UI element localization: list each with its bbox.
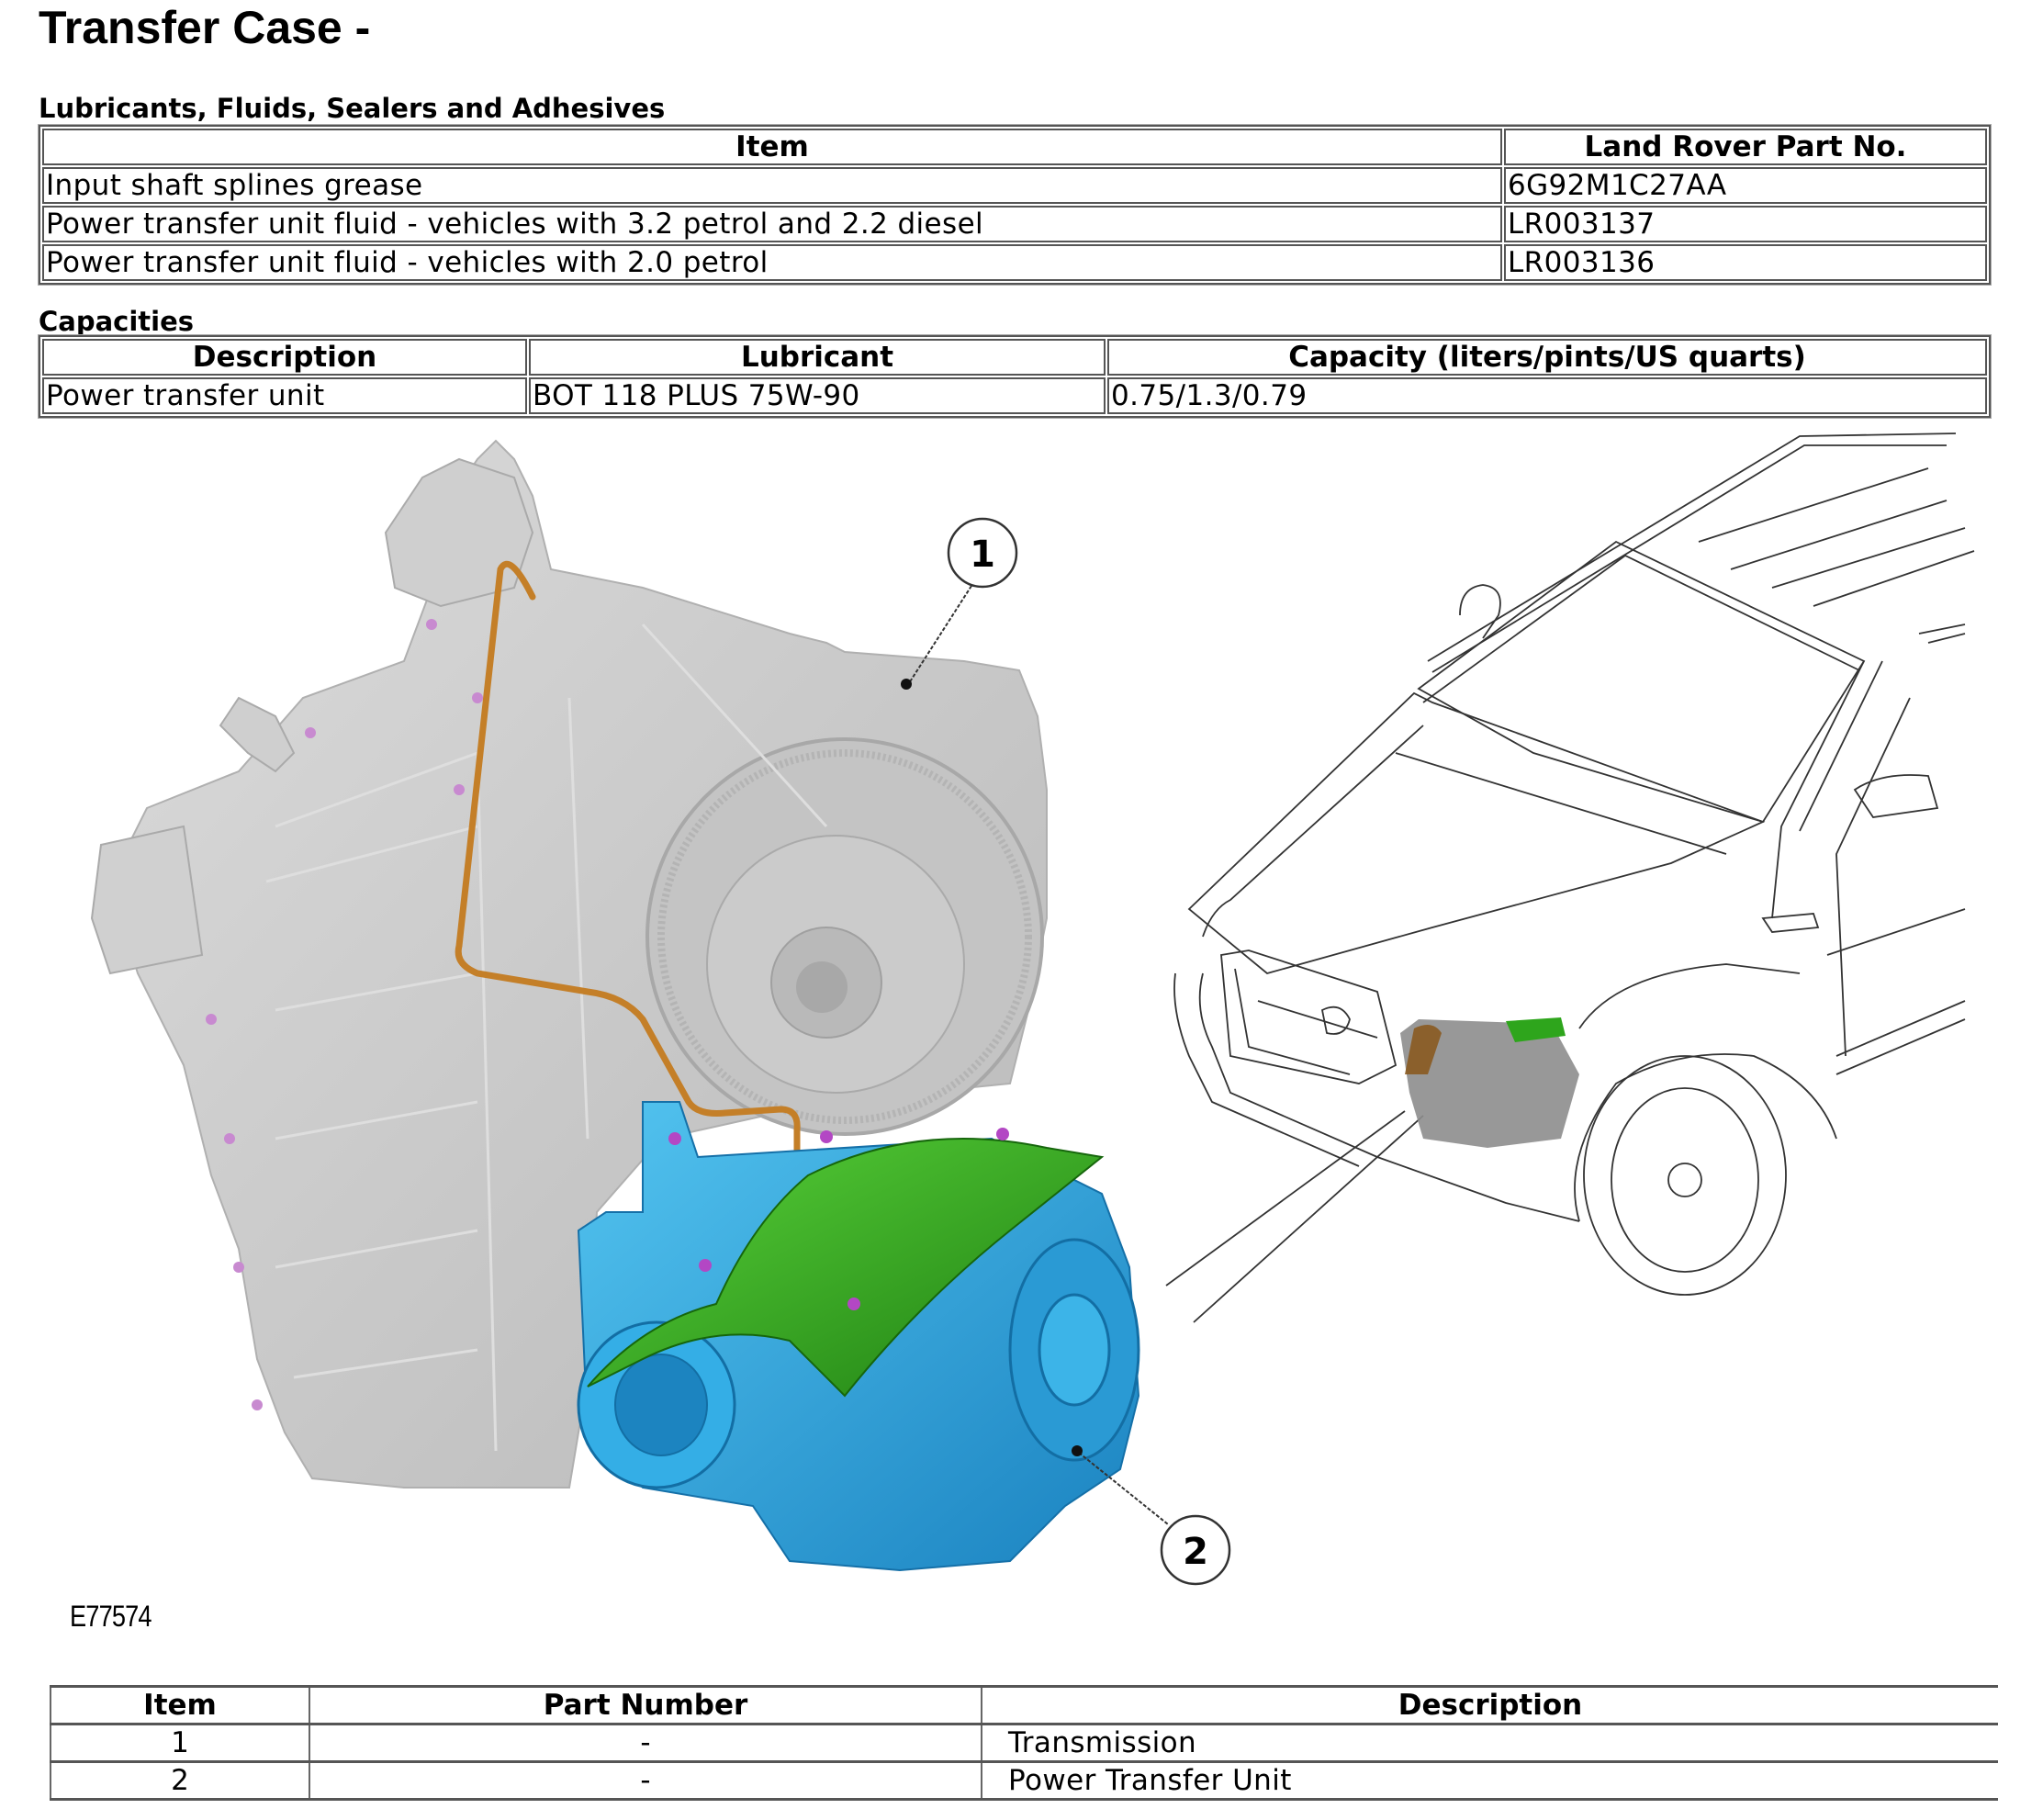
breather-pipe bbox=[455, 560, 801, 1156]
lubricants-table: Item Land Rover Part No. Input shaft spl… bbox=[38, 124, 1992, 286]
table-header-row: Description Lubricant Capacity (liters/p… bbox=[42, 339, 1987, 376]
table-header-row: Item Part Number Description bbox=[50, 1685, 1998, 1725]
table-header-row: Item Land Rover Part No. bbox=[42, 129, 1987, 165]
table-row: 2 - Power Transfer Unit bbox=[50, 1760, 1998, 1801]
part-number-cell: - bbox=[309, 1723, 982, 1763]
item-cell: 1 bbox=[50, 1723, 310, 1763]
description-cell: Power transfer unit bbox=[42, 377, 527, 414]
item-cell: Input shaft splines grease bbox=[42, 167, 1502, 204]
item-cell: 2 bbox=[50, 1760, 310, 1801]
page-title: Transfer Case - bbox=[39, 2, 371, 53]
column-header-capacity: Capacity (liters/pints/US quarts) bbox=[1107, 339, 1987, 376]
column-header-part-no: Land Rover Part No. bbox=[1504, 129, 1987, 165]
parts-table: Item Part Number Description 1 - Transmi… bbox=[50, 1685, 1998, 1801]
part-no-cell: LR003136 bbox=[1504, 244, 1987, 281]
part-number-cell: - bbox=[309, 1760, 982, 1801]
item-cell: Power transfer unit fluid - vehicles wit… bbox=[42, 244, 1502, 281]
table-row: Power transfer unit fluid - vehicles wit… bbox=[42, 244, 1987, 281]
power-transfer-unit-drawing bbox=[577, 1101, 1140, 1572]
item-cell: Power transfer unit fluid - vehicles wit… bbox=[42, 206, 1502, 242]
table-row: Power transfer unit fluid - vehicles wit… bbox=[42, 206, 1987, 242]
callout-2-label: 2 bbox=[1183, 1531, 1208, 1573]
table-row: Power transfer unit BOT 118 PLUS 75W-90 … bbox=[42, 377, 1987, 414]
description-cell: Power Transfer Unit bbox=[981, 1760, 1998, 1801]
capacities-heading: Capacities bbox=[39, 306, 195, 337]
lubricant-cell: BOT 118 PLUS 75W-90 bbox=[529, 377, 1106, 414]
part-no-cell: LR003137 bbox=[1504, 206, 1987, 242]
part-no-cell: 6G92M1C27AA bbox=[1504, 167, 1987, 204]
capacities-table: Description Lubricant Capacity (liters/p… bbox=[38, 334, 1992, 419]
column-header-lubricant: Lubricant bbox=[529, 339, 1106, 376]
column-header-part-number: Part Number bbox=[309, 1685, 982, 1725]
table-row: Input shaft splines grease 6G92M1C27AA bbox=[42, 167, 1987, 204]
vehicle-locator-drawing bbox=[1165, 433, 1975, 1323]
callout-1-label: 1 bbox=[970, 534, 995, 576]
description-cell: Transmission bbox=[981, 1723, 1998, 1763]
vehicle-transmission-highlight bbox=[1400, 1017, 1579, 1148]
lubricants-heading: Lubricants, Fluids, Sealers and Adhesive… bbox=[39, 93, 666, 124]
table-row: 1 - Transmission bbox=[50, 1723, 1998, 1763]
transfer-case-illustration: 1 2 bbox=[90, 433, 1975, 1586]
figure-code: E77574 bbox=[70, 1600, 152, 1633]
transmission-drawing bbox=[90, 439, 1048, 1489]
column-header-description: Description bbox=[42, 339, 527, 376]
callout-2: 2 bbox=[1072, 1445, 1231, 1586]
capacity-cell: 0.75/1.3/0.79 bbox=[1107, 377, 1987, 414]
callout-1: 1 bbox=[901, 517, 1018, 690]
column-header-item: Item bbox=[50, 1685, 310, 1725]
column-header-description: Description bbox=[981, 1685, 1998, 1725]
column-header-item: Item bbox=[42, 129, 1502, 165]
